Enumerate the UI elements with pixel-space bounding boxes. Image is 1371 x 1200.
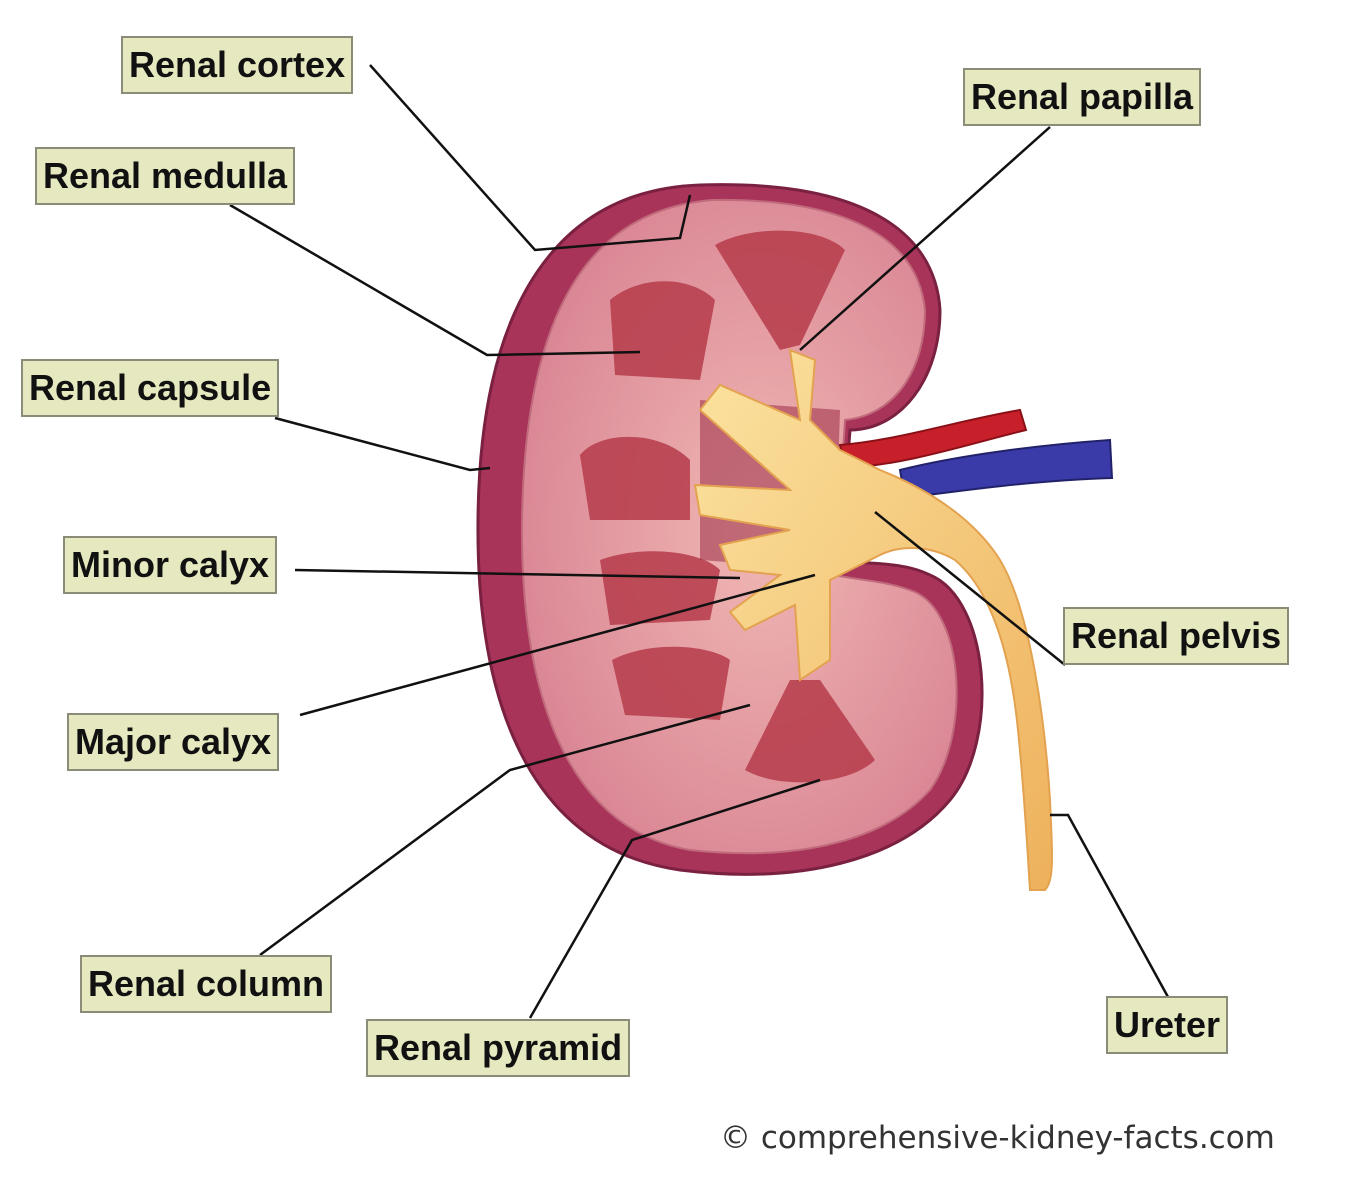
leader-renal-pelvis bbox=[874, 511, 1066, 666]
label-renal-column: Renal column bbox=[80, 955, 333, 1013]
leader-renal-medulla bbox=[229, 203, 641, 357]
leader-major-calyx bbox=[299, 573, 816, 717]
label-renal-pelvis: Renal pelvis bbox=[1063, 607, 1290, 665]
label-renal-pyramid: Renal pyramid bbox=[366, 1019, 631, 1077]
leader-renal-papilla bbox=[799, 126, 1051, 351]
leader-minor-calyx bbox=[294, 568, 741, 580]
renal-artery bbox=[838, 408, 1028, 470]
renal-pelvis-shape bbox=[693, 348, 1053, 891]
label-minor-calyx: Minor calyx bbox=[63, 536, 278, 594]
renal-vein bbox=[898, 438, 1114, 500]
label-ureter: Ureter bbox=[1106, 996, 1229, 1054]
label-renal-cortex: Renal cortex bbox=[121, 36, 354, 94]
copyright-notice: © comprehensive-kidney-facts.com bbox=[720, 1120, 1275, 1156]
label-renal-capsule: Renal capsule bbox=[21, 359, 280, 417]
label-renal-medulla: Renal medulla bbox=[35, 147, 296, 205]
renal-pyramid-4 bbox=[600, 551, 720, 625]
renal-pyramid-2 bbox=[610, 281, 715, 380]
label-renal-papilla: Renal papilla bbox=[963, 68, 1202, 126]
leader-ureter bbox=[1050, 813, 1170, 998]
renal-pyramid-5 bbox=[612, 646, 730, 720]
leader-renal-column bbox=[259, 703, 751, 957]
leader-renal-capsule bbox=[274, 416, 491, 472]
leader-renal-pyramid bbox=[528, 778, 821, 1019]
renal-pyramid-6 bbox=[745, 680, 875, 783]
label-major-calyx: Major calyx bbox=[67, 713, 280, 771]
renal-pyramid-3 bbox=[580, 436, 690, 520]
leader-lines bbox=[229, 64, 1170, 1019]
renal-pyramid-1 bbox=[715, 230, 845, 350]
leader-renal-cortex bbox=[369, 64, 692, 252]
